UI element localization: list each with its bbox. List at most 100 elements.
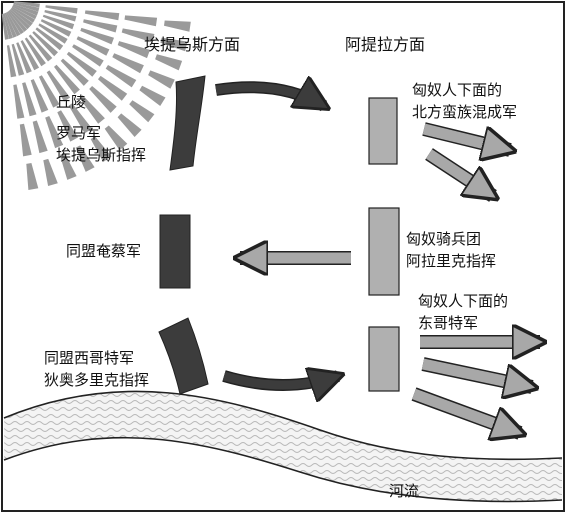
label-roman-army-line2: 埃提乌斯指挥 (56, 146, 146, 164)
label-huns-east-line2: 东哥特军 (418, 314, 478, 332)
hill-ray (19, 123, 32, 157)
river-wave (0, 506, 566, 509)
hill-ray (59, 152, 77, 180)
label-hun-cavalry-line1: 匈奴骑兵团 (406, 230, 481, 248)
hill-ray (26, 163, 39, 190)
hill-ray (72, 44, 104, 67)
hill-ray (54, 64, 80, 95)
hill-ray (28, 34, 53, 62)
unit-hun-cavalry (368, 207, 400, 296)
hill-ray (139, 85, 166, 106)
hill-ray (68, 103, 92, 134)
hill-ray (13, 84, 25, 119)
label-huns-east-line1: 匈奴人下面的 (418, 292, 508, 310)
hill-ray (30, 79, 49, 113)
label-hill: 丘陵 (56, 93, 86, 111)
hill-ray (44, 10, 77, 22)
hill-ray (75, 145, 95, 172)
hill-ray (129, 100, 155, 123)
hill-ray (79, 95, 105, 124)
hill-ray (60, 58, 89, 86)
hill-ray (45, 5, 78, 14)
arrow-huns-north-2 (425, 149, 493, 196)
hill-ray (90, 136, 112, 162)
arrow-huns-east-2 (421, 358, 532, 387)
hill-ray (124, 15, 158, 27)
label-river: 河流 (389, 482, 419, 500)
unit-huns-east (368, 326, 400, 392)
label-allied-alans: 同盟奄蔡军 (66, 242, 141, 260)
unit-allied-alans (159, 214, 191, 289)
hill-ray (66, 51, 97, 77)
river-bank-north (3, 390, 563, 461)
label-roman-army-line1: 罗马军 (56, 124, 101, 142)
hill-ray (105, 65, 137, 88)
hill-ray (9, 9, 31, 30)
hill-ray (117, 41, 150, 59)
label-huns-north-line2: 北方蛮族混成军 (412, 103, 517, 121)
hill-ray (32, 31, 58, 57)
hill-ray (117, 113, 142, 137)
hill-ray (1, 13, 9, 40)
unit-huns-north (368, 97, 398, 165)
hill-ray (43, 158, 58, 186)
hill-ray (20, 40, 40, 71)
label-huns-north-line1: 匈奴人下面的 (412, 81, 502, 99)
hill-ray (4, 12, 17, 38)
hill-ray (89, 86, 117, 113)
river-bank-south (3, 436, 563, 503)
hill-ray (8, 10, 28, 32)
hill-ray (83, 19, 118, 33)
hill-ray (80, 27, 114, 45)
hill-ray (42, 14, 75, 30)
hill-ray (148, 70, 175, 89)
hill-ray (11, 43, 25, 76)
hill-ray (155, 54, 183, 71)
arrow-huns-north-1 (422, 123, 510, 150)
river-body (4, 391, 562, 502)
hill-ray (57, 110, 78, 142)
hill-ray (46, 70, 71, 102)
hill-ray (7, 11, 24, 35)
hill-ray (13, 2, 40, 12)
hill-ray (112, 53, 144, 74)
hill-ray (104, 125, 128, 151)
hill-ray (5, 12, 21, 37)
arrow-roman-advance (215, 87, 324, 106)
hill-ray (13, 1, 40, 8)
hill-ray (164, 20, 191, 32)
hill-ray (160, 37, 188, 52)
label-allied-visigoths-line2: 狄奥多里克指挥 (44, 371, 149, 389)
hill-ray (45, 116, 64, 149)
label-allied-visigoths-line1: 同盟西哥特军 (44, 349, 134, 367)
unit-roman-army (169, 75, 206, 171)
hill-ray (38, 75, 60, 108)
hill-ray (32, 120, 48, 154)
arrow-visigoth-advance (222, 376, 338, 385)
hill-ray (76, 36, 110, 56)
label-hun-cavalry-line2: 阿拉里克指挥 (406, 252, 496, 270)
hill-ray (11, 6, 35, 23)
hill-ray (38, 23, 68, 44)
arrow-huns-east-3 (412, 388, 520, 433)
hill-ray (98, 75, 128, 101)
hill-ray (3, 13, 13, 39)
header-aetius-side: 埃提乌斯方面 (144, 35, 240, 54)
light-arrows (240, 122, 540, 433)
hill-ray (12, 4, 39, 16)
hill-ray (35, 27, 64, 51)
hill-rays-icon (1, 1, 191, 190)
hill-ray (22, 82, 37, 117)
hill-ray (40, 19, 72, 37)
header-attila-side: 阿提拉方面 (345, 35, 425, 54)
hill-ray (16, 42, 32, 74)
hill-ray (12, 5, 37, 20)
hill-ray (10, 8, 33, 27)
hill-ray (84, 10, 120, 21)
hill-ray (121, 28, 155, 43)
hill-ray (6, 45, 17, 78)
unit-allied-visigoths (158, 317, 209, 395)
